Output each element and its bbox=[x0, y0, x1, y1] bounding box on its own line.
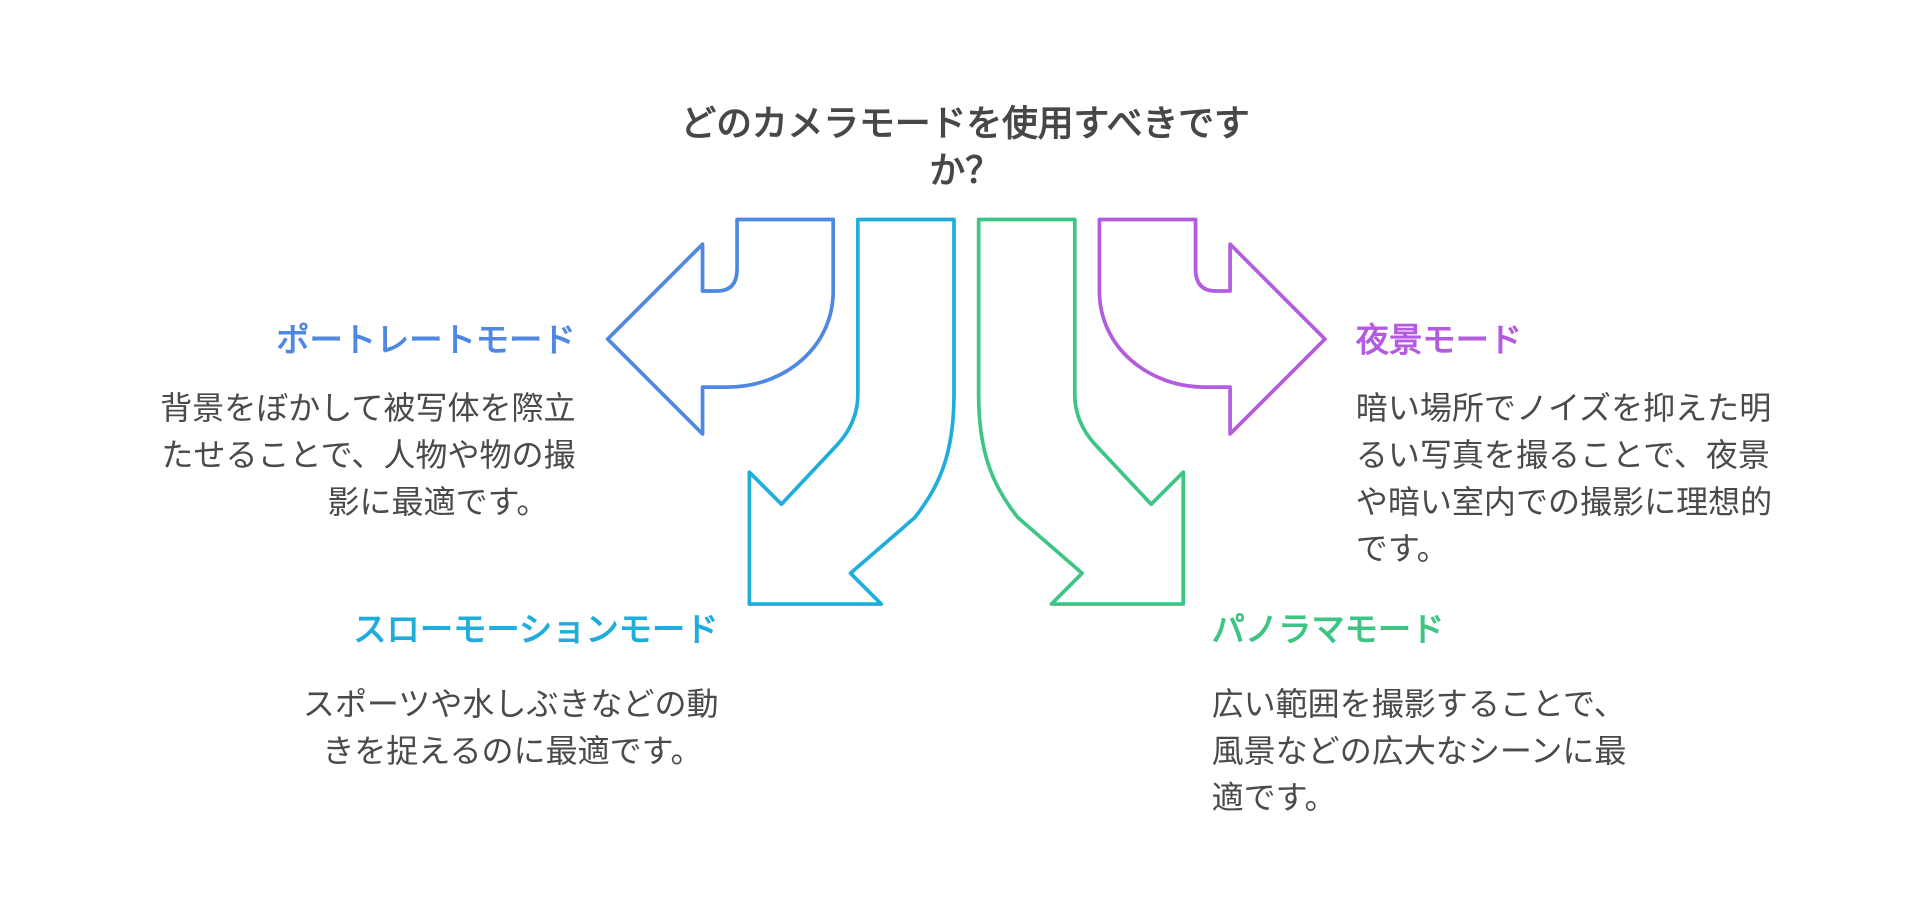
night-desc-line: や暗い室内での撮影に理想的 bbox=[1356, 483, 1772, 521]
slowmo-desc-line: きを捉えるのに最適です。 bbox=[322, 732, 702, 770]
slowmo-arrow bbox=[747, 217, 956, 606]
night-arrow bbox=[1097, 217, 1327, 436]
night-title: 夜景モード bbox=[1355, 320, 1522, 359]
night-option: 夜景モード 暗い場所でノイズを抑えた明 るい写真を撮ることで、夜景 や暗い室内で… bbox=[1355, 320, 1772, 567]
portrait-desc-line: たせることで、人物や物の撮 bbox=[161, 436, 575, 474]
panorama-desc-line: 風景などの広大なシーンに最 bbox=[1212, 732, 1627, 770]
slowmo-option: スローモーションモード スポーツや水しぶきなどの動 きを捉えるのに最適です。 bbox=[303, 610, 719, 770]
portrait-arrow bbox=[605, 217, 836, 436]
slowmo-title: スローモーションモード bbox=[353, 610, 718, 649]
portrait-option: ポートレートモード 背景をぼかして被写体を際立 たせることで、人物や物の撮 影に… bbox=[160, 320, 575, 520]
portrait-title: ポートレートモード bbox=[276, 320, 575, 359]
panorama-title: パノラマモード bbox=[1212, 610, 1445, 649]
night-desc-line: 暗い場所でノイズを抑えた明 bbox=[1356, 389, 1771, 427]
night-desc-line: です。 bbox=[1356, 530, 1449, 568]
panorama-desc-line: 適です。 bbox=[1212, 779, 1337, 817]
portrait-desc-line: 背景をぼかして被写体を際立 bbox=[160, 389, 575, 427]
diagram-title-line2: か？ bbox=[929, 151, 1000, 192]
panorama-desc-line: 広い範囲を撮影することで、 bbox=[1212, 685, 1626, 723]
panorama-option: パノラマモード 広い範囲を撮影することで、 風景などの広大なシーンに最 適です。 bbox=[1212, 610, 1627, 817]
night-desc-line: るい写真を撮ることで、夜景 bbox=[1356, 436, 1770, 474]
panorama-arrow bbox=[976, 217, 1186, 606]
slowmo-desc-line: スポーツや水しぶきなどの動 bbox=[303, 685, 719, 723]
portrait-desc-line: 影に最適です。 bbox=[327, 483, 548, 521]
diagram-title-line1: どのカメラモードを使用すべきです bbox=[680, 104, 1249, 145]
